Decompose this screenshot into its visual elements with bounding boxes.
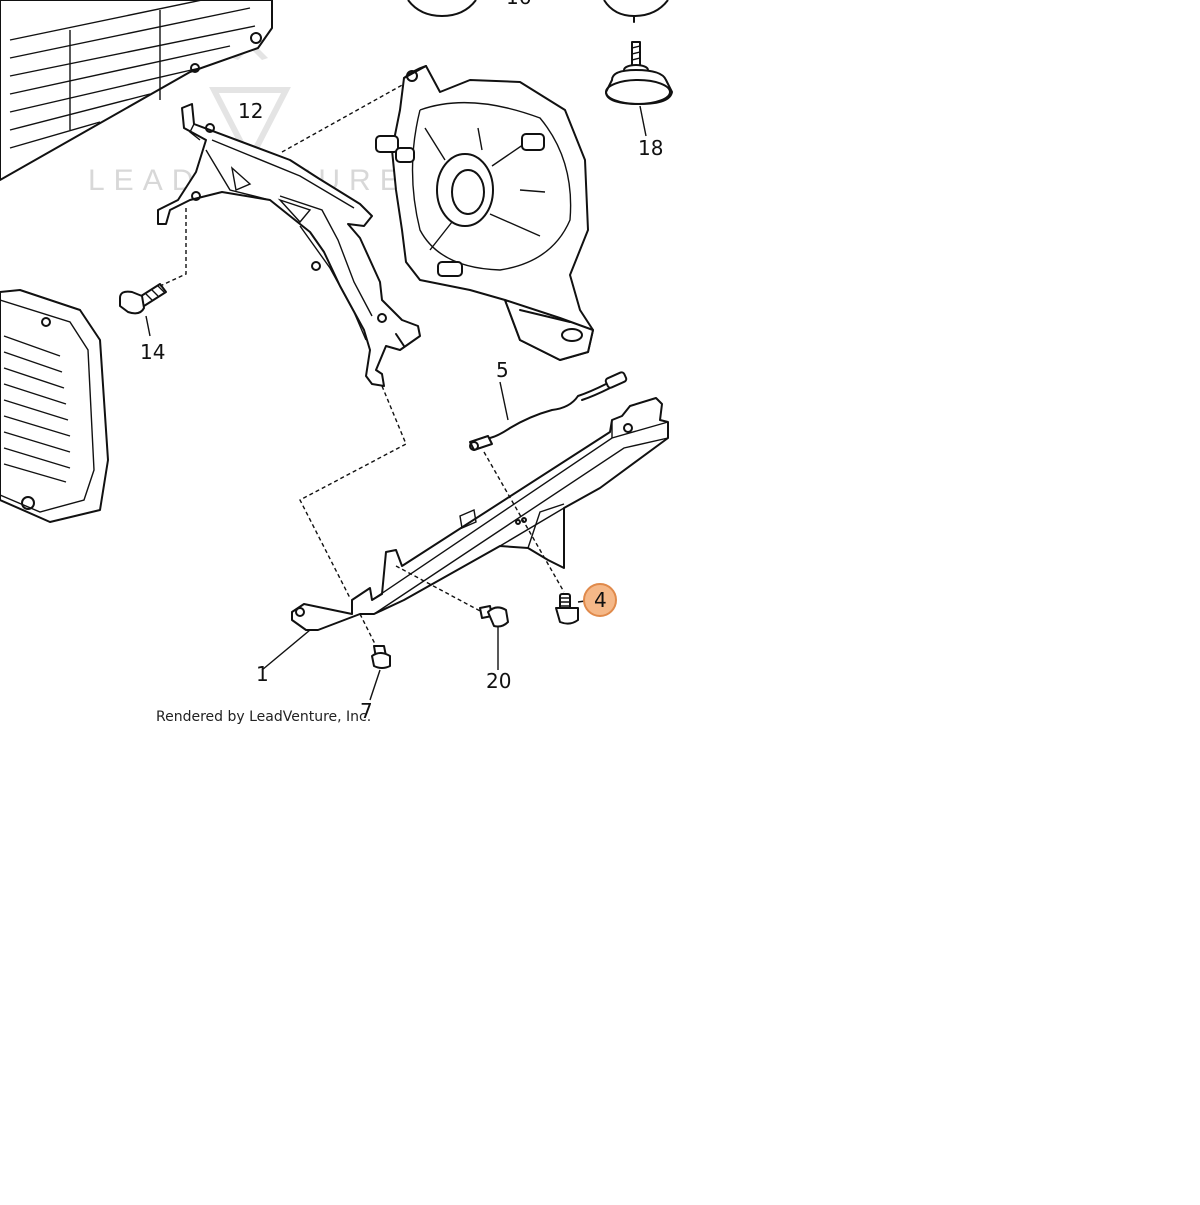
lead-wire-5 <box>469 371 628 451</box>
bolt-14 <box>119 283 167 337</box>
screw-4 <box>555 593 593 625</box>
bolt-20 <box>479 605 509 670</box>
callout-20[interactable]: 20 <box>486 669 511 693</box>
callout-4[interactable]: 4 <box>594 588 607 612</box>
callout-14[interactable]: 14 <box>140 340 165 364</box>
assembly-lines <box>159 83 565 647</box>
frame-rail-1 <box>261 397 669 671</box>
callout-18[interactable]: 18 <box>638 136 663 160</box>
highlight-marker[interactable] <box>583 583 617 617</box>
callouts: 16 18 12 14 5 4 1 20 7 <box>140 0 663 723</box>
callout-16[interactable]: 16 <box>506 0 531 9</box>
bracket-12 <box>157 103 421 387</box>
bolt-7 <box>369 645 391 701</box>
rubber-mount-18 <box>605 41 673 137</box>
rubber-mount-16 <box>407 0 669 23</box>
callout-5[interactable]: 5 <box>496 358 509 382</box>
callout-12[interactable]: 12 <box>238 99 263 123</box>
callout-1[interactable]: 1 <box>256 662 269 686</box>
louvered-housing-left <box>0 289 109 523</box>
fan-housing-casting <box>375 65 594 361</box>
render-credit: Rendered by LeadVenture, Inc. <box>156 709 372 725</box>
callout-7[interactable]: 7 <box>360 699 373 723</box>
louvered-housing-top <box>0 0 273 181</box>
